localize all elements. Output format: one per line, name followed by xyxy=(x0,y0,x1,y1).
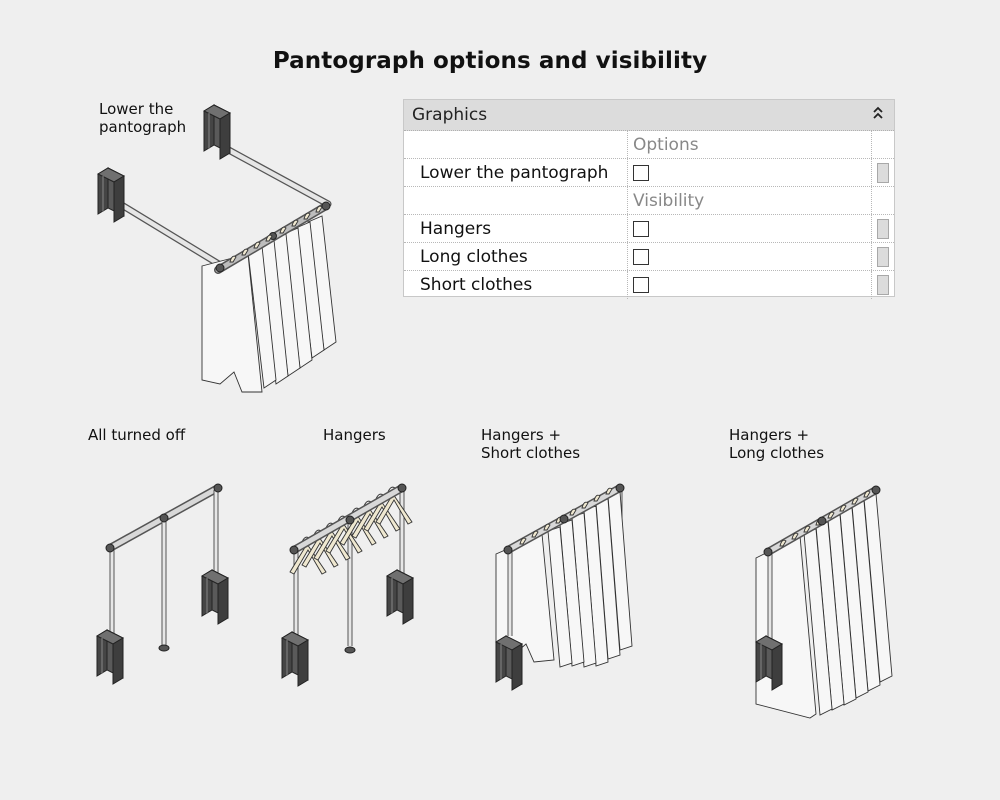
property-label-lower-pantograph: Lower the pantograph xyxy=(404,159,628,186)
checkbox-hangers[interactable] xyxy=(633,220,649,237)
caption-lower-pantograph: Lower the pantograph xyxy=(99,100,187,136)
property-row-lower-pantograph: Lower the pantograph xyxy=(404,159,894,187)
checkbox-lower-pantograph[interactable] xyxy=(633,164,649,181)
caption-hangers: Hangers xyxy=(323,426,386,444)
property-label-hangers: Hangers xyxy=(404,215,628,242)
wall-bracket-icon xyxy=(96,629,124,685)
lowered-pantograph-illustration xyxy=(97,104,337,393)
wall-bracket-icon xyxy=(97,167,125,223)
wall-bracket-icon xyxy=(495,635,523,691)
wall-bracket-icon xyxy=(203,104,231,160)
wall-bracket-icon xyxy=(386,569,414,625)
property-label-long-clothes: Long clothes xyxy=(404,243,628,270)
hangers-long-clothes-illustration xyxy=(755,485,893,719)
wall-bracket-icon xyxy=(201,569,229,625)
graphics-header-label: Graphics xyxy=(412,105,488,125)
graphics-header[interactable]: Graphics xyxy=(404,100,894,131)
group-label-options: Options xyxy=(633,134,699,155)
checkbox-long-clothes[interactable] xyxy=(633,248,649,265)
row-scroll-handle[interactable] xyxy=(877,275,889,295)
checkbox-short-clothes[interactable] xyxy=(633,277,649,293)
row-scroll-handle[interactable] xyxy=(877,218,889,239)
hangers-illustration xyxy=(281,483,414,687)
page-title: Pantograph options and visibility xyxy=(272,48,708,74)
group-row-options: Options xyxy=(404,131,894,159)
group-label-visibility: Visibility xyxy=(633,190,705,211)
all-off-illustration xyxy=(96,483,229,685)
graphics-properties-panel: Graphics Options Lower the pantograph Vi… xyxy=(403,99,895,299)
caption-hangers-short: Hangers + Short clothes xyxy=(481,426,581,462)
group-row-visibility: Visibility xyxy=(404,187,894,215)
row-scroll-handle[interactable] xyxy=(877,162,889,183)
collapse-icon[interactable] xyxy=(870,106,886,124)
property-row-hangers: Hangers xyxy=(404,215,894,243)
property-row-short-clothes: Short clothes xyxy=(404,271,894,299)
caption-hangers-long: Hangers + Long clothes xyxy=(729,426,825,462)
hangers-short-clothes-illustration xyxy=(495,483,633,691)
property-row-long-clothes: Long clothes xyxy=(404,243,894,271)
property-label-short-clothes: Short clothes xyxy=(404,271,628,299)
wall-bracket-icon xyxy=(281,631,309,687)
row-scroll-handle[interactable] xyxy=(877,246,889,267)
caption-all-off: All turned off xyxy=(88,426,186,444)
